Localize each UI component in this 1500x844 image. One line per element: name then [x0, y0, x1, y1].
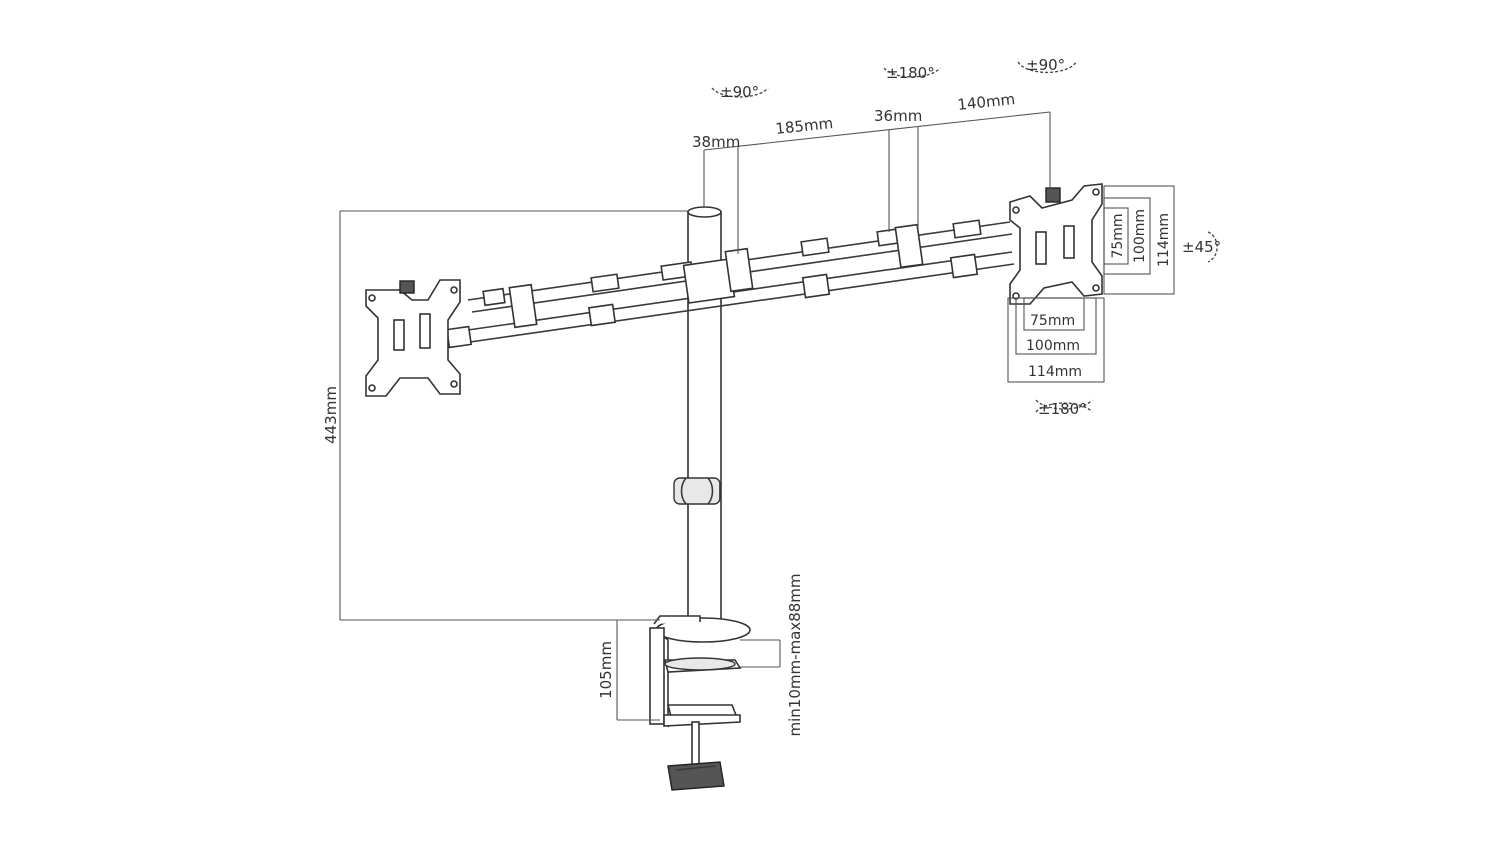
arm-length-dimensions	[703, 111, 1051, 254]
vesa-v75-label: 75mm	[1110, 213, 1126, 258]
desk-thickness-dimension	[740, 639, 781, 668]
vesa-h100-label: 100mm	[1026, 338, 1080, 354]
dim-38-label: 38mm	[692, 133, 740, 151]
dim-140-label: 140mm	[957, 90, 1016, 114]
rotation-right-bottom-label: ±180°	[1038, 400, 1087, 418]
desk-thickness-label: min10mm-max88mm	[786, 573, 804, 736]
dim-36-label: 36mm	[874, 107, 922, 125]
arm-assembly	[445, 219, 1015, 349]
vesa-h114-label: 114mm	[1028, 364, 1082, 380]
clamp-height-label: 105mm	[597, 641, 615, 699]
rotation-arcs	[711, 61, 1218, 413]
vesa-v100-label: 100mm	[1132, 209, 1148, 263]
desk-clamp	[649, 615, 751, 791]
vesa-v114-label: 114mm	[1156, 213, 1172, 267]
left-vesa-plate	[365, 279, 461, 397]
vesa-horizontal-dimensions	[1007, 297, 1105, 383]
right-vesa-plate	[1009, 183, 1103, 305]
rotation-mid-arm-label: ±180°	[886, 64, 935, 82]
tilt-label: ±45°	[1182, 238, 1221, 256]
rotation-left-arm-label: ±90°	[720, 83, 759, 101]
height-label: 443mm	[322, 386, 340, 444]
vesa-vertical-dimensions	[1103, 185, 1175, 295]
height-dimension	[339, 210, 700, 621]
clamp-height-dimension	[616, 619, 660, 721]
dim-185-label: 185mm	[775, 114, 834, 138]
vesa-h75-label: 75mm	[1030, 313, 1075, 329]
rotation-right-head-label: ±90°	[1026, 56, 1065, 74]
